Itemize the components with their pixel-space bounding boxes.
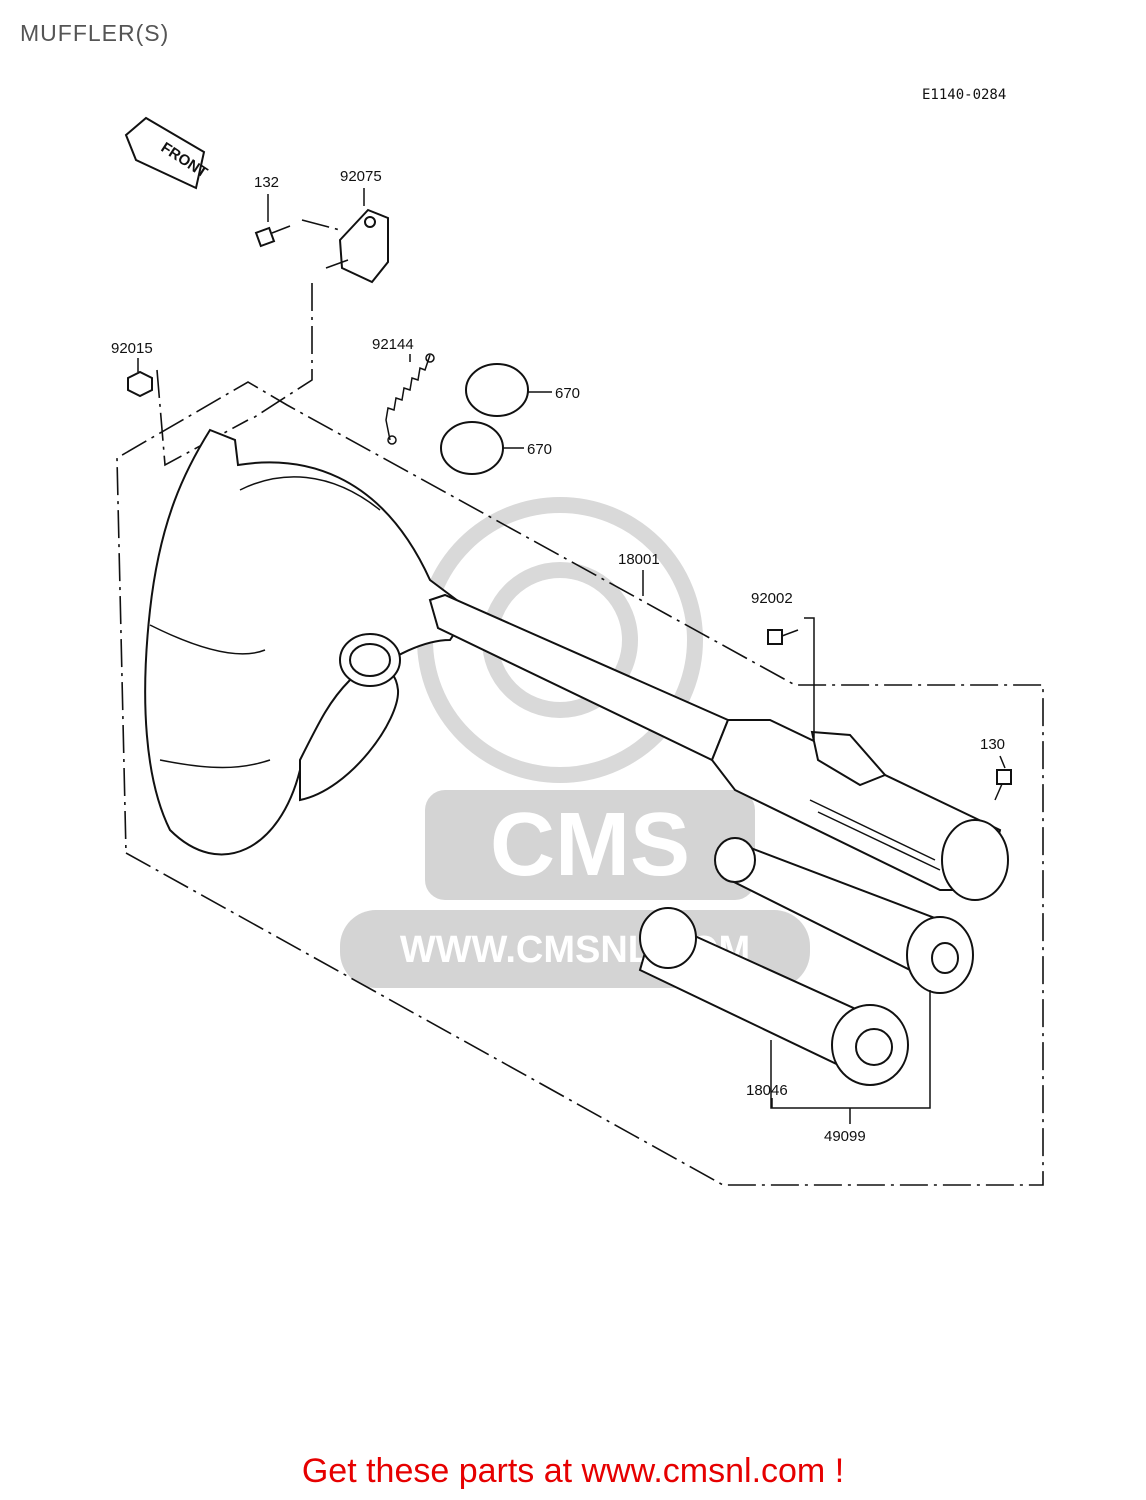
- part-label: 92015: [111, 340, 153, 357]
- part-label: 130: [980, 736, 1005, 753]
- bolt-92002-icon: [767, 629, 799, 645]
- part-label: 49099: [824, 1128, 866, 1145]
- part-label: 18001: [618, 551, 660, 568]
- part-label: 92144: [372, 336, 414, 353]
- inner-pipe-icon: [714, 837, 974, 994]
- part-label: 670: [527, 441, 552, 458]
- part-label: 92002: [751, 590, 793, 607]
- o-ring-upper-icon: [465, 363, 529, 417]
- part-label: 132: [254, 174, 279, 191]
- muffler-body-icon: [428, 593, 1009, 901]
- expansion-chamber-icon: [144, 428, 472, 856]
- watermark-brand: CMS: [490, 795, 690, 895]
- diagram-code: E1140-0284: [922, 87, 1007, 103]
- insulator-18046-icon: [638, 907, 909, 1086]
- nut-92015-icon: [127, 370, 153, 398]
- page-title: MUFFLER(S): [20, 20, 170, 46]
- footer-link[interactable]: Get these parts at www.cmsnl.com !: [301, 1452, 845, 1490]
- bolt-130-icon: [994, 769, 1012, 801]
- assembly-frame: [116, 381, 1044, 1186]
- part-label: 670: [555, 385, 580, 402]
- watermark-brand-box: [425, 790, 755, 900]
- bracket-92075-icon: [325, 208, 389, 284]
- o-ring-lower-icon: [440, 421, 504, 475]
- front-arrow-icon: FRONT: [124, 116, 210, 190]
- bolt-132-icon: [254, 225, 291, 248]
- spring-92144-icon: [385, 353, 435, 445]
- part-label: 18046: [746, 1082, 788, 1099]
- part-label: 92075: [340, 168, 382, 185]
